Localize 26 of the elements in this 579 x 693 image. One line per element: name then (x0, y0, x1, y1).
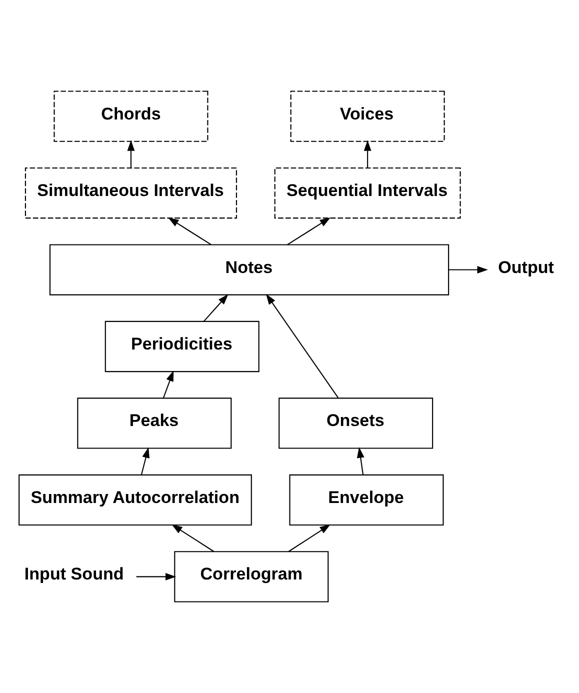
node-box: Sequential Intervals (274, 167, 461, 219)
node-box: Voices (290, 90, 445, 142)
node-box: Simultaneous Intervals (24, 167, 238, 219)
arrow (127, 140, 135, 168)
arrow (448, 266, 488, 274)
arrow (266, 294, 339, 398)
arrow (168, 217, 212, 246)
node-box: Onsets (278, 398, 434, 449)
arrow (140, 447, 150, 476)
node-box: Summary Autocorrelation (18, 474, 252, 526)
arrow (162, 370, 174, 398)
node-text: Input Sound (24, 564, 124, 584)
arrow (172, 524, 214, 552)
arrow (288, 524, 330, 552)
node-box: Envelope (289, 474, 444, 526)
node-box: Periodicities (104, 320, 260, 372)
arrow (136, 572, 176, 580)
node-box: Chords (54, 90, 208, 142)
node-text: Output (498, 258, 554, 277)
node-box: Peaks (77, 398, 232, 449)
arrow (356, 447, 364, 475)
arrow (287, 217, 330, 246)
arrow (364, 140, 372, 168)
node-box: Correlogram (174, 551, 329, 602)
node-box: Notes (49, 244, 450, 296)
arrow (203, 294, 228, 322)
